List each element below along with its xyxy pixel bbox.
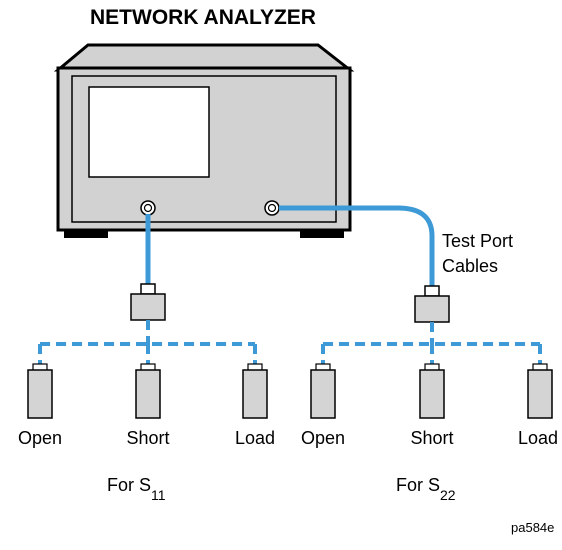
right-standards — [310, 363, 553, 419]
standard-short-left — [135, 363, 161, 419]
left-standards — [27, 363, 268, 419]
caption-s22: For S22 — [396, 475, 456, 503]
caption-s22-prefix: For S — [396, 475, 440, 495]
diagram-title: NETWORK ANALYZER — [90, 6, 316, 29]
caption-s22-subscript: 22 — [440, 487, 456, 503]
analyzer-top-bevel — [53, 43, 355, 72]
analyzer-foot-right — [300, 229, 344, 238]
label-open-left: Open — [18, 428, 62, 448]
standard-load-right — [527, 363, 553, 419]
analyzer-screen — [88, 86, 210, 178]
figure-id: pa584e — [511, 520, 554, 535]
standard-open-right — [310, 363, 336, 419]
network-analyzer — [53, 43, 355, 238]
test-port-cables — [145, 205, 435, 286]
analyzer-foot-left — [64, 229, 108, 238]
standard-short-right — [419, 363, 445, 419]
cable-label-line2: Cables — [442, 256, 498, 276]
adapter-right — [414, 285, 450, 323]
caption-s11-prefix: For S — [107, 475, 151, 495]
label-short-left: Short — [126, 428, 169, 448]
label-short-right: Short — [410, 428, 453, 448]
port-2-connector — [264, 200, 280, 216]
right-dashed-connections — [321, 322, 542, 368]
label-load-right: Load — [518, 428, 558, 448]
cable-port-2 — [279, 205, 435, 286]
caption-s11: For S11 — [107, 475, 166, 503]
standard-open-left — [27, 363, 53, 419]
left-dashed-connections — [38, 320, 257, 368]
label-load-left: Load — [235, 428, 275, 448]
caption-s11-subscript: 11 — [151, 487, 166, 503]
port-1-connector — [140, 200, 156, 216]
label-open-right: Open — [301, 428, 345, 448]
adapter-left — [130, 283, 166, 321]
cable-label-line1: Test Port — [442, 231, 513, 251]
standard-load-left — [242, 363, 268, 419]
